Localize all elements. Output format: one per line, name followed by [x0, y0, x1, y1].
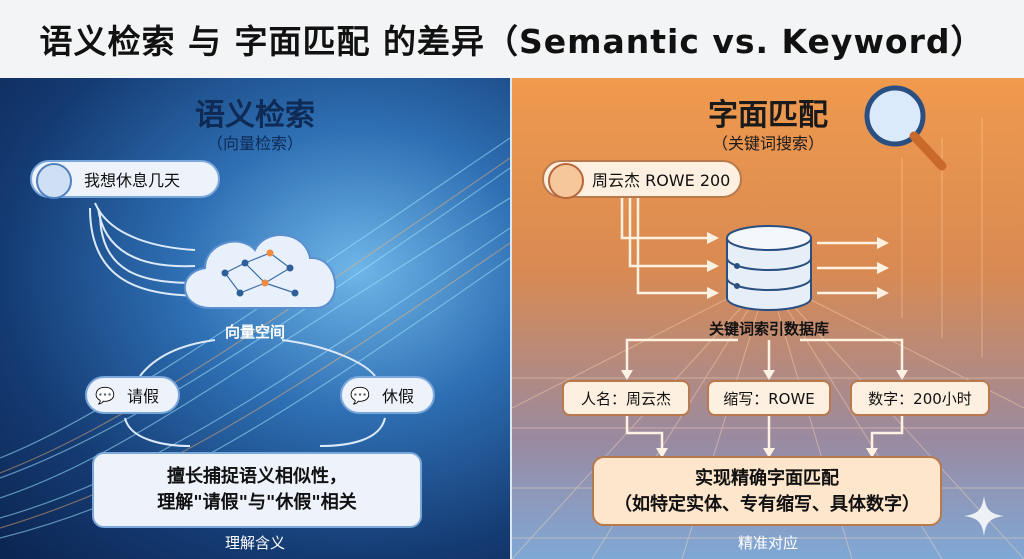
page-title: 语义检索 与 字面匹配 的差异（Semantic vs. Keyword）	[39, 15, 984, 63]
title-bar: 语义检索 与 字面匹配 的差异（Semantic vs. Keyword）	[0, 0, 1024, 78]
keyword-footer: 精准对应	[512, 532, 1024, 553]
database-icon	[727, 226, 811, 310]
keyword-summary-line1: 实现精确字面匹配	[594, 466, 940, 492]
keyword-summary-line2: （如特定实体、专有缩写、具体数字）	[594, 492, 940, 518]
db-label: 关键词索引数据库	[688, 318, 850, 339]
semantic-summary: 擅长捕捉语义相似性， 理解"请假"与"休假"相关	[92, 452, 422, 528]
semantic-summary-line1: 擅长捕捉语义相似性，	[94, 464, 420, 490]
keyword-heading: 字面匹配	[512, 90, 1024, 134]
keyword-summary: 实现精确字面匹配 （如特定实体、专有缩写、具体数字）	[592, 456, 942, 526]
field-abbr-text: 缩写：ROWE	[723, 388, 815, 409]
field-name-text: 人名：周云杰	[581, 388, 671, 409]
semantic-summary-line2: 理解"请假"与"休假"相关	[94, 490, 420, 516]
user-icon	[36, 163, 72, 199]
semantic-query: 我想休息几天	[30, 160, 220, 198]
semantic-footer: 理解含义	[0, 532, 510, 553]
keyword-subheading: （关键词搜索）	[512, 130, 1024, 154]
user-icon	[548, 163, 584, 199]
semantic-subheading: （向量检索）	[0, 130, 510, 154]
semantic-heading: 语义检索	[0, 90, 510, 134]
field-number: 数字：200小时	[850, 380, 990, 416]
result-qingjia-text: 请假	[127, 383, 159, 407]
semantic-panel: 语义检索 （向量检索） 我想休息几天 向量空间 💬 请假 💬 休假 擅长捕捉语义…	[0, 78, 510, 559]
keyword-panel: 字面匹配 （关键词搜索） 周云杰 ROWE 200 关键词索引数据库 人名：周云…	[512, 78, 1024, 559]
field-abbr: 缩写：ROWE	[707, 380, 831, 416]
result-xiujia: 💬 休假	[340, 376, 435, 414]
vector-space-label: 向量空间	[200, 321, 310, 342]
field-number-text: 数字：200小时	[868, 388, 972, 409]
chat-bubble-icon: 💬	[95, 386, 115, 405]
field-name: 人名：周云杰	[562, 380, 690, 416]
result-qingjia: 💬 请假	[85, 376, 180, 414]
chat-bubble-icon: 💬	[350, 386, 370, 405]
keyword-query-text: 周云杰 ROWE 200	[592, 167, 730, 191]
result-xiujia-text: 休假	[382, 383, 414, 407]
semantic-query-text: 我想休息几天	[84, 167, 180, 191]
cloud-icon	[185, 235, 335, 308]
keyword-query: 周云杰 ROWE 200	[542, 160, 742, 198]
